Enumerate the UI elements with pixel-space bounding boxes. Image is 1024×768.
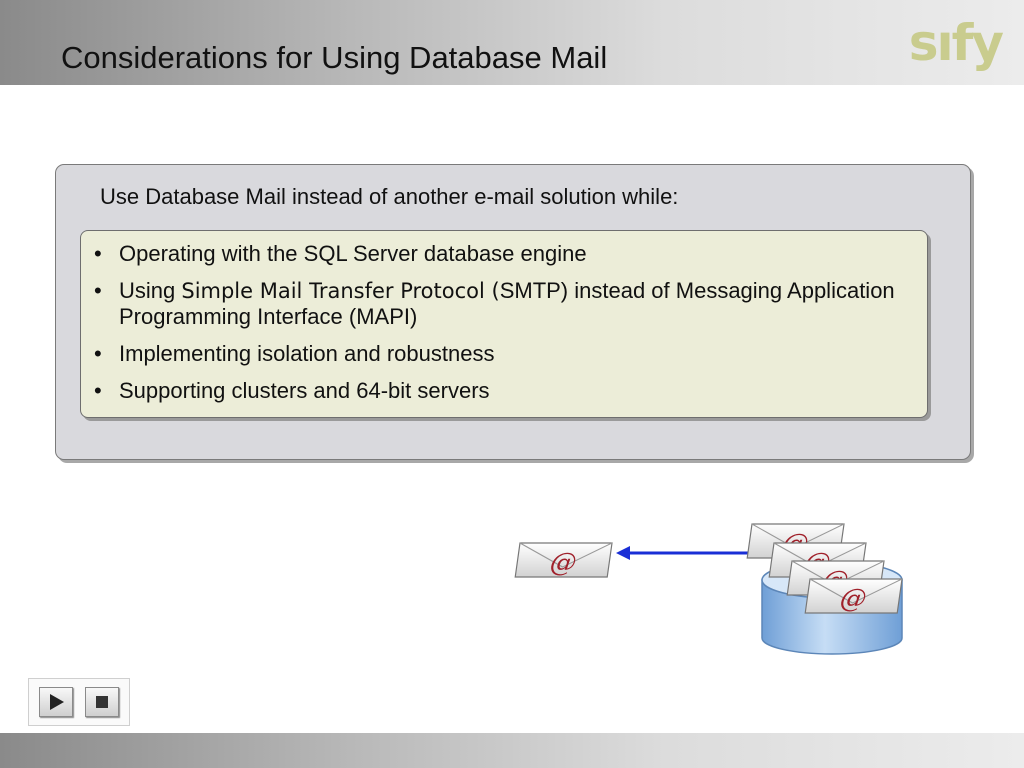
envelope-at-symbol: @ [838,584,868,614]
bullet-item: •Supporting clusters and 64-bit servers [94,378,490,403]
slide-title: Considerations for Using Database Mail [61,40,608,75]
bullet-list: •Operating with the SQL Server database … [94,241,924,415]
stop-icon [96,696,108,708]
envelope-icon: @ [514,542,613,578]
envelope-icon: @ [804,578,903,614]
bullet-item: •Implementing isolation and robustness [94,341,495,366]
bullet-item: •Using Simple Mail Transfer Protocol (SM… [94,278,895,329]
footer-bar [0,733,1024,768]
playback-controls [28,678,130,726]
bullet-item: •Operating with the SQL Server database … [94,241,587,266]
header-bar [0,0,1024,85]
play-icon [50,694,64,710]
arrow-left-icon [616,546,758,560]
sify-logo: sıfy [908,14,1004,72]
envelope-at-symbol: @ [548,548,578,578]
bullet-panel [80,230,928,418]
intro-text: Use Database Mail instead of another e-m… [100,184,679,209]
play-button[interactable] [39,687,73,717]
stop-button[interactable] [85,687,119,717]
